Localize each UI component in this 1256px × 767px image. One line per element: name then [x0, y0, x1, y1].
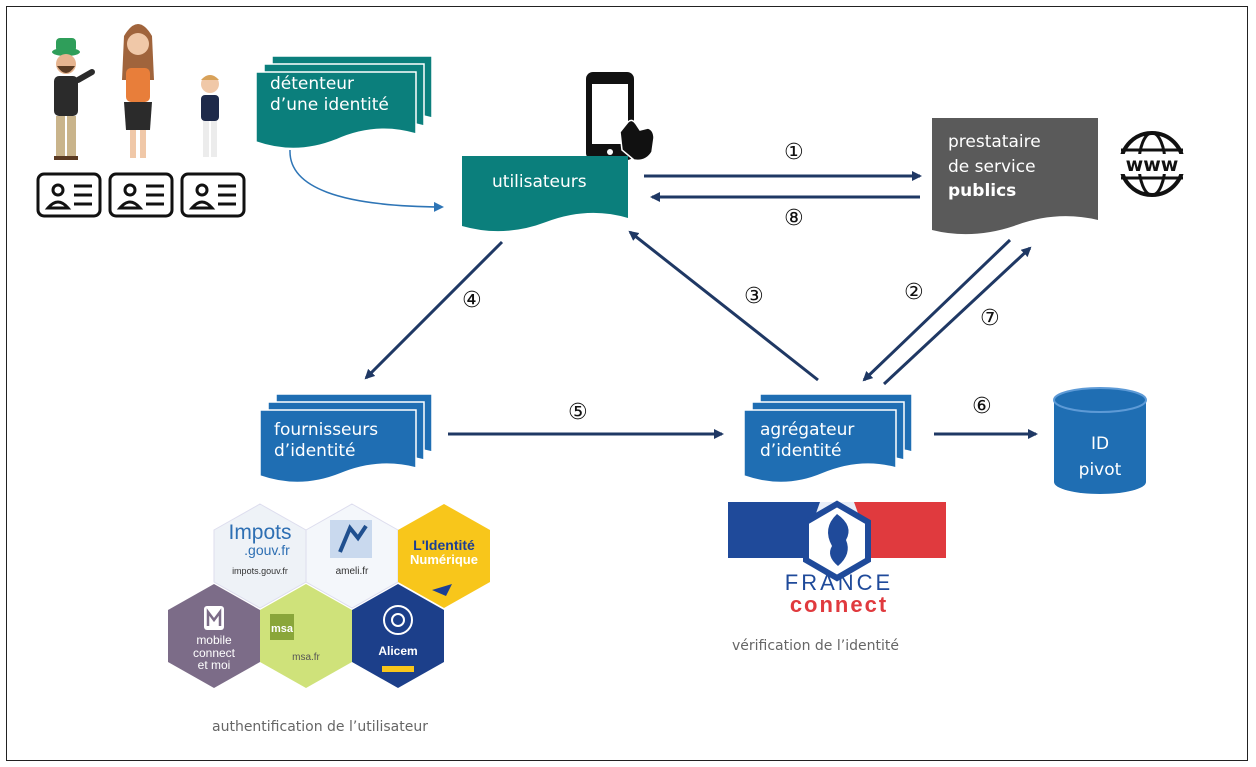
provider-line2: de service: [948, 156, 1036, 177]
svg-text:msa: msa: [271, 623, 294, 635]
step-7-label: ⑦: [980, 306, 1000, 331]
idp-label: fournisseurs d’identité: [274, 420, 378, 463]
holder-document-shape: [255, 55, 433, 150]
mobileconnect-logo: [168, 584, 260, 688]
franceconnect-logo-text: FRANCE connect: [774, 572, 904, 616]
db-label: ID pivot: [1054, 432, 1146, 483]
impots-logo-text: Impots .gouv.fr impots.gouv.fr: [214, 522, 306, 576]
step-1-label: ①: [784, 140, 804, 165]
step-8-label: ⑧: [784, 206, 804, 231]
ameli-logo-text: ameli.fr: [335, 566, 369, 577]
db-line2: pivot: [1078, 459, 1122, 480]
step-6-label: ⑥: [972, 394, 992, 419]
smartphone-icon: [586, 72, 655, 162]
idp-document-shape: [259, 393, 433, 484]
auth-caption: authentification de l’utilisateur: [212, 719, 428, 735]
arrow-step-3: [628, 230, 819, 382]
arrow-step-7: [882, 246, 1032, 386]
msa-logo: msa: [260, 584, 352, 688]
provider-line3: publics: [948, 181, 1017, 202]
mobileconnect-logo-text: mobile connect et moi: [168, 634, 260, 672]
holder-to-users-arrow: [289, 149, 444, 212]
id-pivot-database: [1053, 387, 1147, 494]
impots-small: .gouv.fr: [244, 542, 290, 558]
aggregator-line2: d’identité: [760, 441, 842, 462]
aggregator-label: agrégateur d’identité: [760, 420, 854, 463]
db-line1: ID: [1090, 434, 1110, 454]
msa-logo-text: msa.fr: [292, 652, 320, 663]
holder-line2: d’une identité: [270, 95, 389, 116]
ameli-logo: [305, 503, 399, 609]
holder-line1: détenteur: [270, 74, 355, 94]
mobileconnect-line2: connect: [192, 645, 236, 660]
mobileconnect-line3: et moi: [197, 658, 231, 673]
step-3-label: ③: [744, 284, 764, 309]
www-globe-icon: www: [1116, 131, 1188, 197]
idp-line1: fournisseurs: [274, 420, 379, 440]
laposte-line2: Numérique: [410, 551, 478, 567]
id-card-icon: [108, 172, 174, 218]
impots-big: Impots: [228, 521, 292, 544]
verify-caption: vérification de l’identité: [732, 638, 899, 654]
mobileconnect-line1: mobile: [196, 633, 232, 647]
alicem-logo: [352, 584, 444, 688]
franceconnect-line1: FRANCE: [784, 570, 894, 595]
svg-text:www: www: [1126, 154, 1179, 176]
users-label: utilisateurs: [492, 172, 587, 192]
person-woman-icon: [122, 24, 154, 158]
laposte-logo-text: L'Identité Numérique: [398, 538, 490, 566]
provider-label: prestataire de service publics: [948, 130, 1041, 204]
franceconnect-line2: connect: [789, 592, 889, 617]
users-document-shape: [462, 156, 628, 232]
id-card-icon: [180, 172, 246, 218]
provider-line1: prestataire: [948, 132, 1041, 152]
franceconnect-logo: [728, 500, 946, 582]
id-card-icon: [36, 172, 102, 218]
aggregator-line1: agrégateur: [760, 420, 855, 440]
impots-url: impots.gouv.fr: [232, 566, 288, 577]
arrow-step-4: [364, 240, 504, 380]
person-child-icon: [201, 75, 219, 157]
arrow-step-2: [862, 238, 1012, 382]
step-5-label: ⑤: [568, 400, 588, 425]
person-man-icon: [52, 38, 95, 160]
laposte-line1: L'Identité: [413, 537, 475, 553]
alicem-logo-text: Alicem: [378, 644, 418, 658]
aggregator-document-shape: [743, 393, 913, 484]
holder-label: détenteur d’une identité: [270, 74, 389, 117]
provider-document-shape: [932, 118, 1098, 235]
idp-line2: d’identité: [274, 441, 356, 462]
laposte-logo: [398, 504, 490, 608]
diagram-frame: [6, 6, 1248, 761]
step-4-label: ④: [462, 288, 482, 313]
step-2-label: ②: [904, 280, 924, 305]
